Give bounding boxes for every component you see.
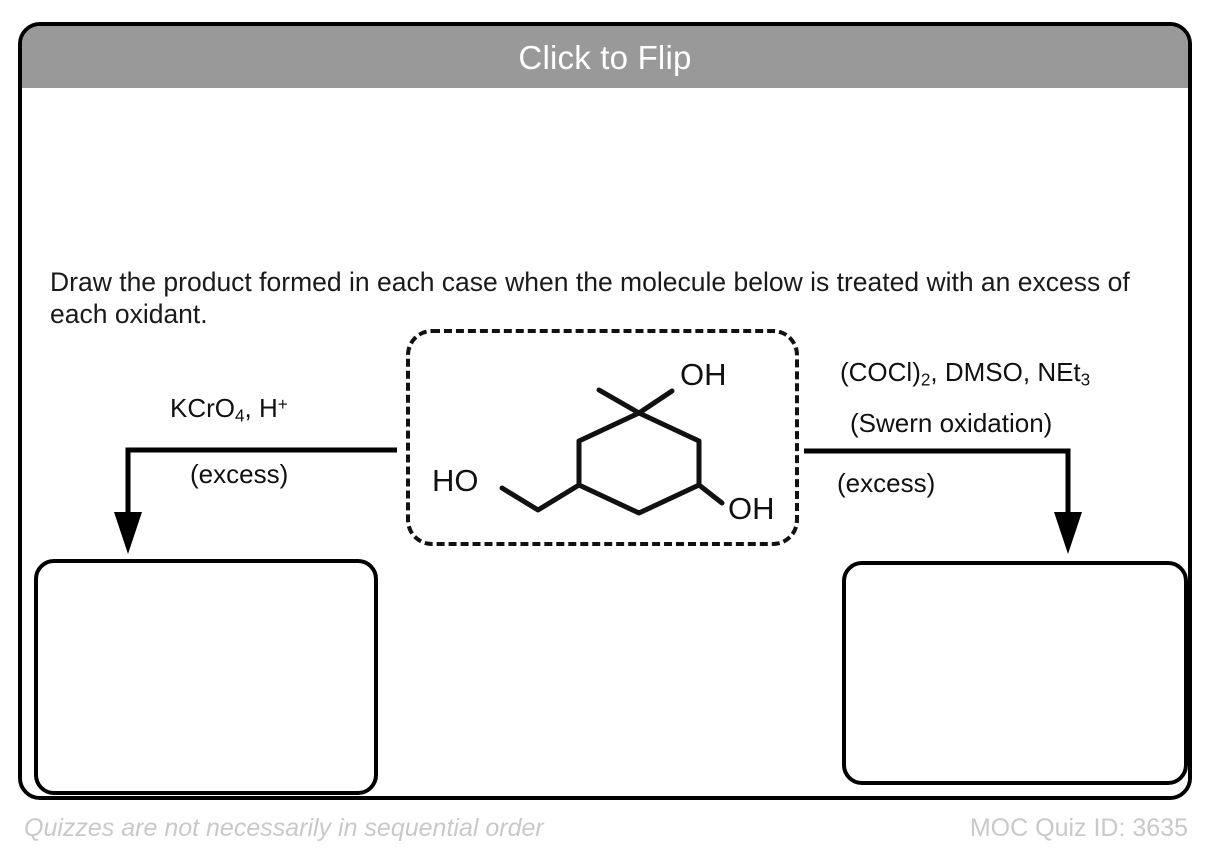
left-reagent-superscript: + [277,393,288,414]
right-reagent-subscript: 2 [920,369,931,390]
click-to-flip-label: Click to Flip [518,38,692,76]
molecule-bonds [499,387,725,516]
hydroxyl-label-bottom-right: OH [728,491,775,526]
footer-note: Quizzes are not necessarily in sequentia… [24,814,544,842]
right-reaction-name-label: (Swern oxidation) [850,408,1053,438]
starting-material-box: OH OH HO [406,329,799,546]
hydroxyl-label-left: HO [432,463,479,498]
left-condition-label: (excess) [190,459,289,489]
left-reagent-subscript: 4 [235,405,245,426]
right-reagent-main: (COCl) [840,357,921,387]
left-reagent-label: KCrO4, H+ [170,395,288,425]
hydroxyl-label-top: OH [680,357,727,392]
left-reagent-tail: , H [244,393,278,423]
card-header-bar[interactable]: Click to Flip [22,26,1188,88]
quiz-id-label: MOC Quiz ID: 3635 [969,814,1188,842]
card-body: Draw the product formed in each case whe… [22,88,1188,796]
right-reagent-subscript-2: 3 [1080,369,1091,390]
quiz-flashcard[interactable]: Click to Flip Draw the product formed in… [18,22,1192,800]
molecule-structure: OH OH HO [432,357,775,526]
answer-box-left[interactable] [34,559,378,795]
right-reagent-tail: , DMSO, NEt [930,357,1081,387]
answer-box-right[interactable] [842,561,1188,785]
question-prompt: Draw the product formed in each case whe… [50,267,1130,330]
right-reaction-arrow [804,448,1082,554]
left-reagent-main: KCrO [170,393,235,423]
page-footer: Quizzes are not necessarily in sequentia… [0,808,1210,854]
right-reagent-label: (COCl)2, DMSO, NEt3 [840,359,1090,389]
right-condition-label: (excess) [837,468,936,498]
